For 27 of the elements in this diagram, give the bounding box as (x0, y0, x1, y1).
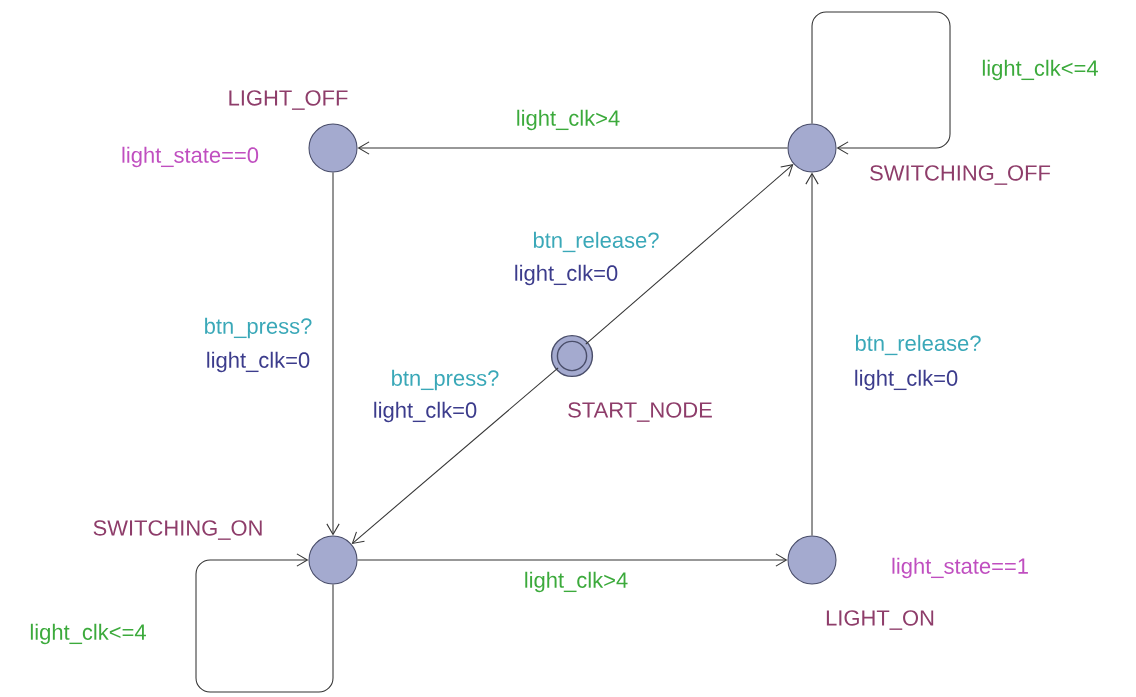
edge-label: light_clk>4 (514, 108, 622, 132)
update-label: light_clk=0 (512, 263, 620, 287)
arrow (351, 367, 559, 545)
location-name: START_NODE (568, 402, 712, 422)
edge-label: btn_press? (201, 316, 315, 340)
update-label: light_clk=0 (852, 368, 960, 392)
invariant-label: light_state==1 (892, 557, 1028, 579)
location-name: SWITCHING_OFF (870, 165, 1051, 185)
edge-label: btn_release? (852, 333, 984, 357)
arrow (805, 172, 819, 536)
location-name: LIGHT_ON (826, 610, 934, 630)
edge-label: btn_release? (530, 230, 662, 254)
edge-label: light_clk<=4 (27, 622, 149, 646)
arrow (357, 141, 788, 155)
arrow (811, 11, 951, 155)
edge-label: light_clk<=4 (979, 58, 1101, 82)
arrow (357, 553, 788, 567)
update-label: light_clk=0 (371, 400, 479, 424)
arrow (585, 164, 794, 345)
edge-label: btn_press? (388, 368, 502, 392)
update-label: light_clk=0 (204, 350, 312, 374)
arrow (326, 172, 340, 536)
edge-label: light_clk>4 (522, 570, 630, 594)
invariant-label: light_state==0 (122, 146, 259, 168)
location-name: LIGHT_OFF (229, 90, 348, 110)
arrow (195, 553, 334, 693)
location-name: SWITCHING_ON (93, 520, 262, 540)
